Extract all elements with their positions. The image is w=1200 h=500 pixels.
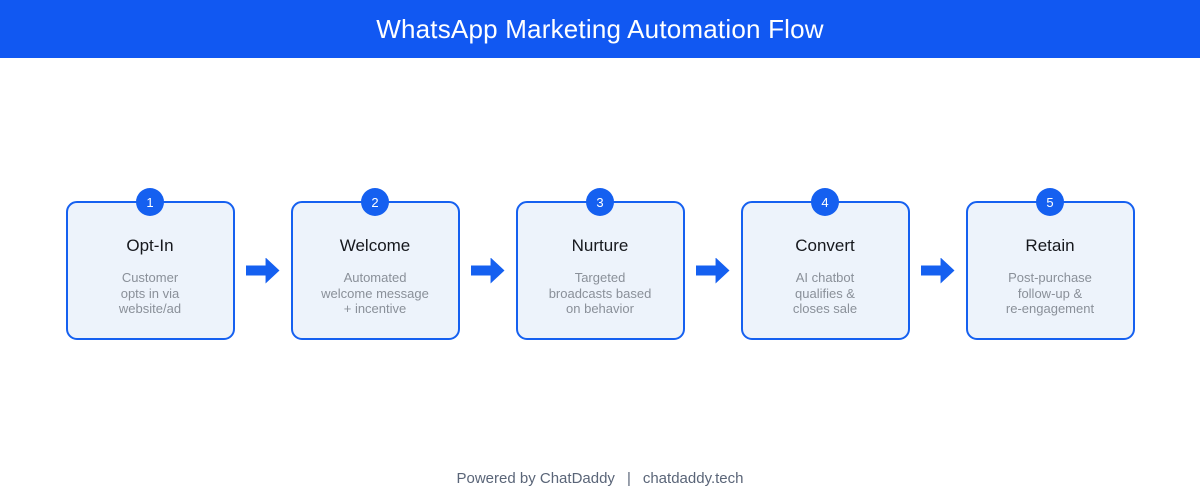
header-bar: WhatsApp Marketing Automation Flow: [0, 0, 1200, 58]
flow-arrow-icon: [460, 201, 516, 340]
step-card-nurture: 3 Nurture Targeted broadcasts based on b…: [515, 188, 685, 340]
right-arrow-icon: [920, 257, 955, 284]
step-description: Automated welcome message + incentive: [321, 270, 429, 316]
step-title: Retain: [1025, 236, 1075, 255]
step-card-welcome: 2 Welcome Automated welcome message + in…: [290, 188, 460, 340]
right-arrow-icon: [245, 257, 280, 284]
footer-credit: Powered by ChatDaddy | chatdaddy.tech: [0, 470, 1200, 487]
step-description: AI chatbot qualifies & closes sale: [792, 270, 858, 316]
step-number-badge: 2: [361, 188, 389, 216]
step-number-badge: 1: [136, 188, 164, 216]
flow-arrow-icon: [235, 201, 291, 340]
footer-separator: |: [626, 470, 631, 487]
page-title: WhatsApp Marketing Automation Flow: [376, 13, 824, 44]
step-title: Convert: [795, 236, 855, 255]
step-title: Nurture: [571, 236, 629, 255]
step-card-retain: 5 Retain Post-purchase follow-up & re-en…: [965, 188, 1135, 340]
flow-arrow-icon: [910, 201, 966, 340]
step-number-badge: 4: [811, 188, 839, 216]
step-card-opt-in: 1 Opt-In Customer opts in via website/ad: [65, 188, 235, 340]
step-number-badge: 5: [1036, 188, 1064, 216]
flow-diagram: 1 Opt-In Customer opts in via website/ad…: [0, 188, 1200, 340]
step-title: Opt-In: [126, 236, 174, 255]
right-arrow-icon: [695, 257, 730, 284]
step-title: Welcome: [339, 236, 411, 255]
step-description: Customer opts in via website/ad: [118, 270, 182, 316]
step-number-badge: 3: [586, 188, 614, 216]
right-arrow-icon: [470, 257, 505, 284]
step-card-convert: 4 Convert AI chatbot qualifies & closes …: [740, 188, 910, 340]
step-description: Targeted broadcasts based on behavior: [548, 270, 652, 316]
powered-by-text: Powered by ChatDaddy: [456, 470, 615, 487]
flow-arrow-icon: [685, 201, 741, 340]
step-description: Post-purchase follow-up & re-engagement: [1005, 270, 1095, 316]
footer-site-text: chatdaddy.tech: [642, 470, 744, 487]
